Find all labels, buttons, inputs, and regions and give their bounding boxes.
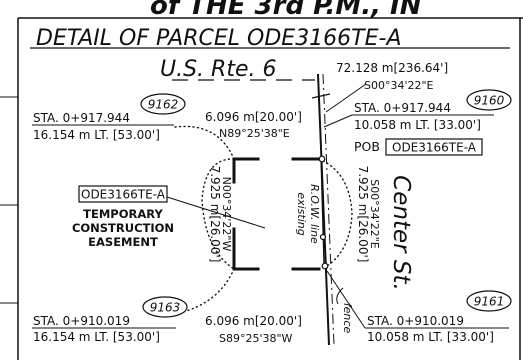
row-label-line-2: R.O.W. line	[308, 184, 321, 244]
center-street-label: Center St.	[388, 175, 414, 291]
point-9162-id: 9162	[148, 98, 179, 112]
top-tie-distance: 72.128 m[236.64']	[336, 61, 448, 75]
fence-label: fence	[341, 303, 354, 334]
easement-line-2: CONSTRUCTION	[72, 221, 174, 235]
point-9163-station: STA. 0+910.019	[33, 314, 130, 328]
point-9161-offset: 10.058 m LT. [33.00']	[367, 330, 494, 344]
fence-line	[322, 73, 335, 346]
point-9162-offset: 16.154 m LT. [53.00']	[33, 128, 160, 142]
point-9160-id: 9160	[474, 94, 505, 108]
pob-label: POB	[354, 139, 380, 154]
point-9161-id: 9161	[474, 295, 505, 309]
row-label-line-1: existing	[295, 192, 308, 235]
pob-parcel-box	[385, 138, 483, 156]
point-9161-station: STA. 0+910.019	[367, 314, 464, 328]
north-side-bearing: N89°25'38"E	[219, 127, 290, 140]
point-9160-leader	[323, 114, 353, 128]
easement-line-3: EASEMENT	[88, 235, 158, 249]
east-side-dimension: 7.925 m[26.00'] S00°34'22"E	[356, 166, 381, 263]
top-tie-leader	[325, 83, 367, 113]
row-line	[317, 73, 330, 346]
center-street-text: Center St.	[388, 175, 414, 291]
row-label: existing R.O.W. line	[295, 184, 321, 244]
parcel-id-leader	[166, 196, 266, 229]
west-side-dimension: 7.925 m[26.00'] N00°34'22"W	[208, 166, 233, 263]
header-fragment: of THE 3rd P.M., IN	[150, 0, 422, 21]
point-9163-id: 9163	[150, 301, 181, 315]
road-label: U.S. Rte. 6	[160, 57, 276, 82]
south-side-distance: 6.096 m[20.00']	[205, 314, 302, 328]
point-9162-bubble	[140, 93, 186, 115]
dotted-leaders	[174, 125, 353, 315]
top-tie-bearing: S00°34'22"E	[364, 79, 434, 92]
east-side-distance: 7.925 m[26.00']	[356, 166, 370, 263]
point-9163-bubble	[142, 296, 188, 318]
detail-title: DETAIL OF PARCEL ODE3166TE-A	[36, 26, 402, 51]
row-line-tick	[311, 93, 331, 99]
point-9163-offset: 16.154 m LT. [53.00']	[33, 330, 160, 344]
fence-label-text: fence	[341, 303, 354, 334]
fence-label-hook	[336, 287, 344, 305]
east-side-bearing: S00°34'22"E	[368, 179, 381, 249]
parcel-id-box	[78, 185, 168, 203]
point-9160-station: STA. 0+917.944	[354, 101, 451, 115]
point-9162-station: STA. 0+917.944	[33, 111, 130, 125]
point-9161-leader	[326, 270, 366, 329]
easement-line-1: TEMPORARY	[83, 207, 163, 221]
west-side-bearing: N00°34'22"W	[220, 177, 233, 252]
point-9160-offset: 10.058 m LT. [33.00']	[354, 118, 481, 132]
south-side-bearing: S89°25'38"W	[219, 332, 293, 345]
survey-monuments	[318, 155, 329, 270]
west-side-distance: 7.925 m[26.00']	[208, 166, 222, 263]
north-side-distance: 6.096 m[20.00']	[205, 110, 302, 124]
pob-parcel-id: ODE3166TE-A	[392, 141, 477, 155]
parcel-boundary	[232, 157, 321, 271]
parcel-id-text: ODE3166TE-A	[81, 188, 166, 202]
point-9161-bubble	[466, 290, 512, 312]
parcel-east-edge	[320, 158, 325, 267]
point-9160-bubble	[466, 89, 512, 111]
left-tick-marks	[0, 96, 18, 304]
